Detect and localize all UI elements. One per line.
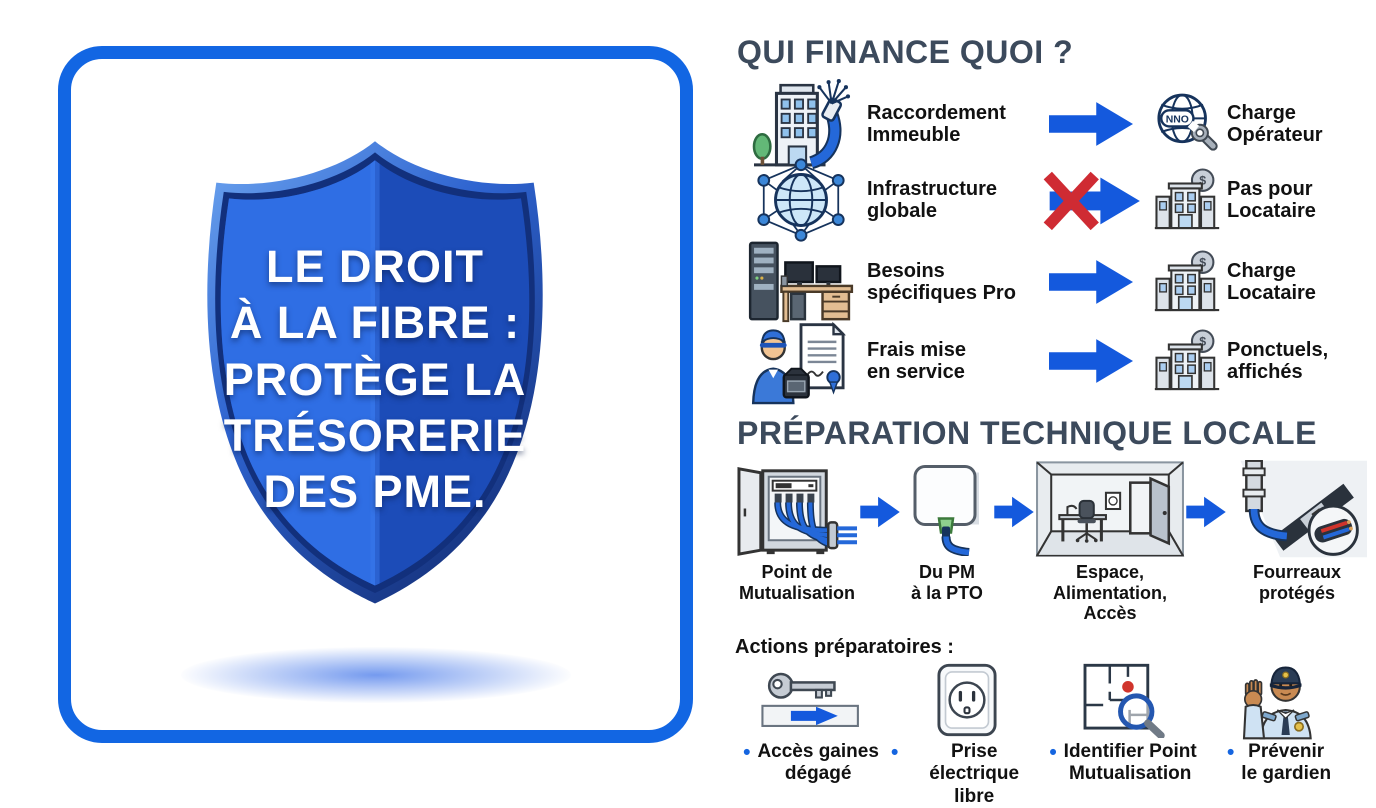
action-prevenir-gardien: • Prévenir le gardien (1203, 663, 1355, 808)
step-pm-pto: Du PM à la PTO (901, 460, 993, 603)
prep-title: PRÉPARATION TECHNIQUE LOCALE (737, 415, 1317, 451)
step-point-mutualisation: Point de Mutualisation (735, 460, 859, 603)
finance-row-frais: Frais mise en service $ Po (735, 317, 1355, 405)
step-label: Du PM à la PTO (911, 562, 983, 603)
coin-symbol: $ (1199, 255, 1206, 269)
finance-row-label: Frais mise en service (867, 338, 966, 383)
prep-steps: Point de Mutualisation Du PM à la PTO (735, 460, 1367, 624)
key-duct-icon (756, 663, 866, 737)
arrow-right-icon (1035, 254, 1147, 310)
shield-shadow (180, 647, 571, 703)
arrow-right-icon (1185, 494, 1227, 535)
action-label: • Identifier Point Mutualisation (1049, 741, 1197, 785)
right-column: QUI FINANCE QUOI ? (735, 34, 1367, 808)
actions-title: Actions préparatoires : (735, 636, 954, 659)
finance-row-result: Pas pour Locataire (1227, 177, 1316, 222)
action-prise-electrique: • Prise électrique libre (891, 663, 1043, 808)
step-espace: Espace, Alimentation, Accès (1035, 460, 1185, 624)
action-acces-gaines: • Accès gaines dégagé (735, 663, 887, 808)
finance-row-infrastructure: Infrastructure globale $ (735, 157, 1355, 242)
server-desk-icon (735, 237, 867, 327)
finance-row-label: Besoins spécifiques Pro (867, 259, 1016, 304)
building-coin-icon: $ (1147, 249, 1227, 315)
coin-symbol: $ (1199, 334, 1206, 348)
prep-actions: • Accès gaines dégagé • Prise électrique… (735, 663, 1355, 808)
shield: LE DROIT À LA FIBRE : PROTÈGE LA TRÉSORE… (145, 111, 605, 636)
arrow-crossed-icon (1035, 169, 1147, 231)
bullet-icon: • (1049, 741, 1057, 765)
room-icon (1035, 460, 1185, 558)
outlet-icon (932, 663, 1002, 737)
action-label: • Accès gaines dégagé (743, 741, 879, 785)
finance-title: QUI FINANCE QUOI ? (737, 34, 1074, 70)
bullet-icon: • (1226, 741, 1235, 765)
finance-row-label: Infrastructure globale (867, 177, 998, 222)
step-label: Espace, Alimentation, Accès (1052, 562, 1167, 624)
finance-row-result: Charge Locataire (1227, 259, 1316, 304)
floorplan-magnifier-icon (1073, 663, 1173, 739)
building-coin-icon: $ (1147, 328, 1227, 394)
shield-frame: LE DROIT À LA FIBRE : PROTÈGE LA TRÉSORE… (58, 46, 693, 743)
security-guard-icon (1238, 663, 1320, 740)
finance-row-label: Raccordement Immeuble (867, 101, 1006, 146)
technician-contract-icon (735, 317, 867, 405)
bullet-icon: • (891, 741, 899, 765)
mutualisation-cabinet-icon (735, 460, 859, 558)
action-identifier-pm: • Identifier Point Mutualisation (1047, 663, 1199, 808)
arrow-right-icon (993, 494, 1035, 535)
action-label: • Prévenir le gardien (1226, 741, 1332, 785)
pto-box-icon (901, 460, 993, 558)
arrow-right-icon (1035, 333, 1147, 389)
finance-row-result: Charge Opérateur (1227, 101, 1323, 146)
network-globe-icon (735, 157, 867, 243)
finance-row-result: Ponctuels, affichés (1227, 338, 1329, 383)
bullet-icon: • (743, 741, 751, 765)
building-coin-icon: $ (1147, 167, 1227, 233)
shield-headline: LE DROIT À LA FIBRE : PROTÈGE LA TRÉSORE… (223, 241, 527, 517)
shield-icon (207, 141, 543, 604)
nno-badge-label: NNO (1166, 114, 1189, 125)
conduit-icon (1227, 460, 1367, 558)
coin-symbol: $ (1199, 173, 1206, 187)
arrow-right-icon (859, 494, 901, 535)
arrow-right-icon (1035, 96, 1147, 152)
globe-wrench-icon: NNO (1147, 89, 1227, 159)
step-fourreaux: Fourreaux protégés (1227, 460, 1367, 603)
step-label: Fourreaux protégés (1252, 562, 1342, 603)
action-label: • Prise électrique libre (891, 741, 1020, 807)
finance-row-raccordement: Raccordement Immeuble NNO Charge Opérate… (735, 77, 1355, 170)
step-label: Point de Mutualisation (739, 562, 855, 603)
finance-row-besoins: Besoins spécifiques Pro $ (735, 237, 1355, 323)
